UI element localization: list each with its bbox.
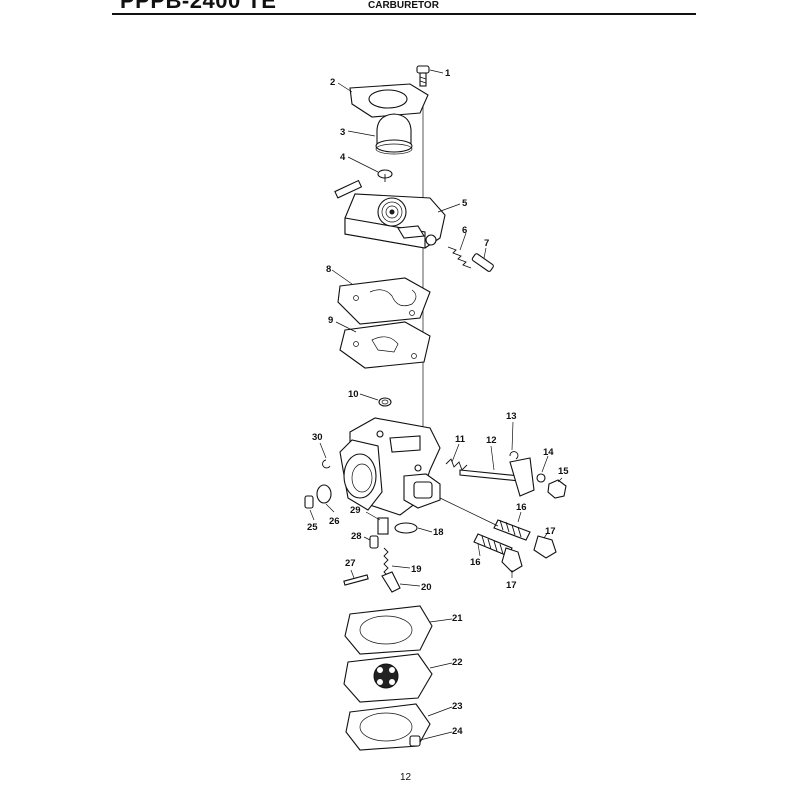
page-number: 12	[400, 772, 412, 783]
callout-12: 12	[486, 435, 497, 446]
callout-26: 28	[351, 531, 362, 542]
part-22-metering-diaphragm	[343, 653, 433, 703]
part-13-clip	[509, 451, 519, 460]
section-title: CARBURETOR	[368, 0, 439, 11]
callout-1: 1	[445, 68, 451, 79]
callout-11: 11	[455, 434, 466, 445]
part-8-diaphragm-gasket	[337, 277, 431, 325]
callout-16-upper: 16	[516, 502, 527, 513]
part-17-cap-upper	[533, 535, 557, 559]
callout-19: 19	[411, 564, 422, 575]
callout-15: 15	[558, 466, 569, 477]
callout-17-upper: 17	[545, 526, 556, 537]
part-5-primer-body	[334, 179, 446, 249]
part-27-plug	[377, 517, 389, 535]
part-18-inlet-valve	[394, 522, 418, 534]
leader-lines	[309, 69, 563, 741]
callout-3: 3	[340, 127, 345, 138]
callout-8: 8	[326, 264, 331, 275]
part-21-metering-gasket	[344, 605, 433, 655]
callout-24: 24	[452, 726, 463, 737]
callout-27: 29	[350, 505, 361, 516]
callout-18: 18	[433, 527, 444, 538]
part-6-spring	[447, 246, 472, 269]
part-10-inlet-screen	[378, 397, 392, 407]
needle-axis-line	[439, 497, 499, 527]
part-16-needle-upper	[493, 519, 531, 541]
part-14-washer	[536, 473, 546, 483]
part-1-screw	[416, 65, 430, 87]
callout-5: 5	[462, 198, 468, 209]
callout-23: 23	[452, 701, 463, 712]
callout-28: 26	[329, 516, 340, 527]
callout-25: 27	[345, 558, 356, 569]
part-9-pump-diaphragm	[339, 321, 431, 369]
model-title: PPPB-2400 TE	[120, 0, 277, 13]
callout-30: 30	[312, 432, 323, 443]
callout-6: 6	[462, 225, 467, 236]
callout-14: 14	[543, 447, 554, 458]
part-11-throttle-spring	[445, 458, 468, 471]
callout-9: 9	[328, 315, 333, 326]
callout-labels: 1 2 3 4 5 6 7 8 9 10 30 11 12 13 14 15 1…	[307, 68, 569, 737]
callout-29: 25	[307, 522, 318, 533]
part-3-primer-bulb	[375, 113, 413, 155]
part-29-screw	[304, 495, 314, 509]
part-12-throttle-shaft	[459, 457, 535, 497]
part-4-check-valve	[377, 169, 393, 182]
part-25-lever-pin	[343, 574, 369, 586]
callout-17-lower: 17	[506, 580, 517, 591]
callout-2: 2	[330, 77, 335, 88]
part-7-adjust-screw	[471, 253, 494, 272]
carburetor-body	[339, 417, 441, 516]
callout-21: 21	[452, 613, 463, 624]
part-20-metering-lever	[381, 571, 401, 593]
callout-4: 4	[340, 152, 346, 163]
callout-20: 20	[421, 582, 432, 593]
callout-16-lower: 16	[470, 557, 481, 568]
callout-10: 10	[348, 389, 359, 400]
callout-13: 13	[506, 411, 517, 422]
part-15-nut	[547, 479, 567, 499]
part-17-cap-lower	[501, 547, 523, 573]
part-24-screw	[409, 735, 421, 747]
callout-22: 22	[452, 657, 463, 668]
part-28-gasket	[316, 484, 332, 504]
part-19-inlet-needle	[383, 547, 389, 577]
part-2-cover-gasket	[349, 83, 429, 118]
part-26-screw	[369, 535, 379, 549]
header-rule	[112, 13, 696, 15]
callout-7: 7	[484, 238, 489, 249]
part-30-clip	[322, 459, 331, 469]
